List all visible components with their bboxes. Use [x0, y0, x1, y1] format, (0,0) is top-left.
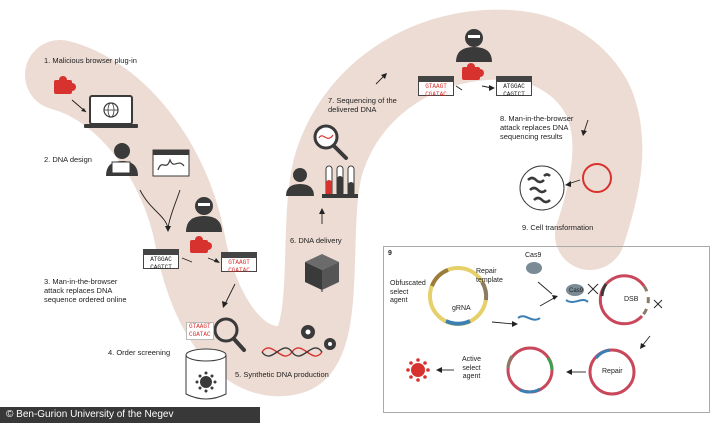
repair-label: Repair — [602, 368, 623, 375]
repair-template-label: Repair template — [476, 268, 503, 284]
sequence-line: ATGGAC — [503, 83, 525, 90]
plugin-puzzle-icon — [54, 76, 76, 94]
cas9-icon — [526, 262, 584, 296]
sequence-line: CGATAC — [425, 91, 447, 98]
virus-icon — [195, 371, 217, 393]
step-2-label: 2. DNA design — [44, 155, 92, 164]
magnifier-icon — [213, 317, 246, 352]
petri-dish-icon — [519, 165, 565, 211]
grna-label: gRNA — [452, 305, 471, 312]
malicious-sequence-window: GTAAGT CGATAC — [221, 252, 257, 274]
panel-9-number: 9 — [388, 250, 392, 257]
repaired-plasmid-icon — [588, 348, 636, 396]
dna-strand-icon — [261, 347, 323, 357]
scissors-icon — [587, 283, 599, 295]
sequence-line: CAGTCT — [150, 264, 172, 271]
active-plasmid-icon — [506, 346, 554, 394]
dna-design-window — [152, 149, 190, 177]
red-virus-icon — [406, 358, 430, 382]
sequence-line: ATGGAC — [150, 256, 172, 263]
sequence-line: CGATAC — [228, 267, 250, 274]
sequence-line: CAGTCT — [503, 91, 525, 98]
scissors-icon-2 — [653, 299, 663, 309]
step-7-label: 7. Sequencing of the delivered DNA — [328, 96, 397, 114]
attack-puzzle-icon-2 — [462, 63, 484, 80]
obfuscated-agent-label: Obfuscated select agent — [390, 280, 426, 304]
attack-puzzle-icon — [190, 236, 212, 253]
active-agent-label: Active select agent — [462, 356, 482, 380]
step-6-label: 6. DNA delivery — [290, 236, 342, 245]
step-1-label: 1. Malicious browser plug-in — [44, 56, 137, 65]
panel-9 — [383, 246, 710, 413]
cas9-label: Cas9 — [525, 252, 542, 259]
package-icon — [305, 254, 339, 290]
sequencing-result-window: GTAAGT CGATAC — [418, 76, 454, 98]
repair-plasmid-icon — [428, 266, 489, 326]
plasmid-icon — [582, 163, 612, 193]
replaced-result-window: ATGGAC CAGTCT — [496, 76, 532, 98]
step-9-label: 9. Cell transformation — [522, 223, 594, 232]
sequence-line: CGATAC — [189, 331, 211, 338]
laptop-icon — [84, 95, 138, 128]
lab-person-icon — [286, 168, 314, 196]
step-3-label: 3. Man-in-the-browser attack replaces DN… — [44, 277, 127, 304]
original-sequence-window: ATGGAC CAGTCT — [143, 249, 179, 271]
designer-person-icon — [106, 143, 138, 176]
hacker-icon-2 — [456, 29, 492, 62]
test-tubes-icon — [322, 165, 358, 198]
sequencing-magnifier-icon — [313, 124, 348, 160]
sequence-line: GTAAGT — [228, 259, 250, 266]
dsb-label: DSB — [624, 296, 639, 303]
credit-bar: © Ben-Gurion University of the Negev — [0, 407, 260, 423]
gear-icon — [301, 325, 336, 350]
dsb-plasmid-icon — [598, 274, 650, 326]
step-8-label: 8. Man-in-the-browser attack replaces DN… — [500, 114, 574, 141]
screening-sequence: GTAAGT CGATAC — [186, 322, 214, 340]
sequence-line: GTAAGT — [189, 323, 211, 330]
cas9-label-2: Cas9 — [569, 288, 584, 294]
sequence-line: GTAAGT — [425, 83, 447, 90]
step-5-label: 5. Synthetic DNA production — [235, 370, 329, 379]
step-4-label: 4. Order screening — [108, 348, 171, 357]
hacker-icon — [186, 197, 222, 232]
